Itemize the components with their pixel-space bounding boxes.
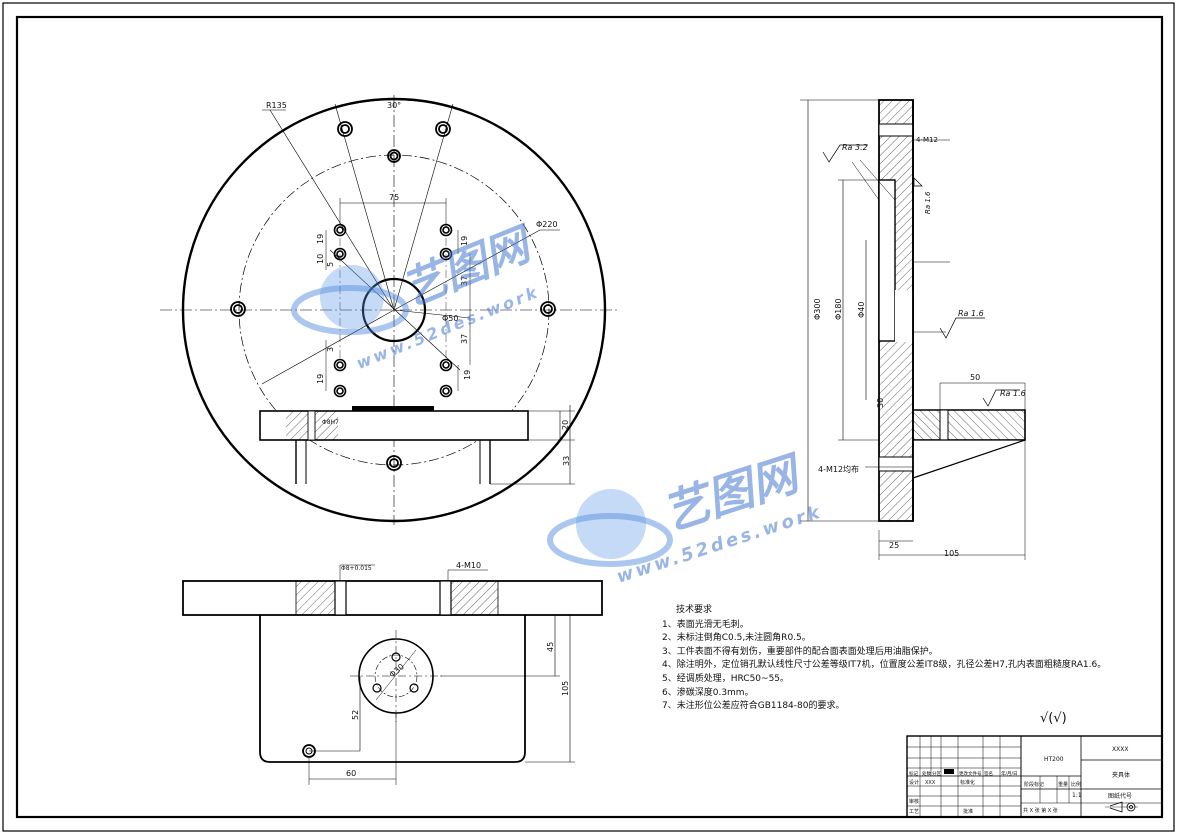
tb-weight-label: 重量 bbox=[1058, 781, 1068, 788]
dim-d50: Φ50 bbox=[442, 314, 458, 323]
tb-rev-h0: 标记 bbox=[909, 770, 918, 777]
dim-m12: 4-M12 bbox=[916, 136, 938, 144]
dim-d40: Φ40 bbox=[857, 302, 866, 318]
dim-d220: Φ220 bbox=[536, 220, 558, 229]
middle-section-view bbox=[259, 405, 575, 485]
dim-d180: Φ180 bbox=[834, 298, 843, 320]
dim-angle: 30° bbox=[387, 101, 401, 110]
technical-requirements: 技术要求 1、表面光滑无毛刺。 2、未标注倒角C0.5,未注圆角R0.5。 3、… bbox=[662, 604, 1106, 714]
dim-37-a: 37 bbox=[460, 276, 469, 286]
watermark-globe-icon bbox=[291, 265, 409, 335]
dim-19-a: 19 bbox=[316, 234, 325, 244]
tb-company: XXXX bbox=[1112, 746, 1128, 753]
dim-30: 30 bbox=[876, 398, 885, 408]
dim-25: 25 bbox=[889, 541, 899, 550]
roughness-symbol: √(√) bbox=[1040, 711, 1067, 726]
tech-item: 2、未标注倒角C0.5,未注圆角R0.5。 bbox=[662, 633, 811, 644]
tb-review-label: 审核 bbox=[909, 798, 919, 805]
tech-requirements-title: 技术要求 bbox=[676, 605, 713, 615]
tb-approve-label: 批准 bbox=[963, 808, 973, 815]
dim-3: 3 bbox=[326, 347, 335, 352]
tb-process-label: 工艺 bbox=[909, 809, 919, 815]
tb-sheet-info: 共 X 张 第 X 张 bbox=[1023, 807, 1058, 814]
tb-rev-h4: 签名 bbox=[984, 770, 993, 777]
dim-d300: Φ300 bbox=[813, 298, 822, 320]
title-block bbox=[906, 735, 1163, 818]
dim-w75: 75 bbox=[389, 193, 399, 202]
dim-19-d: 19 bbox=[463, 370, 472, 380]
tb-drawing-no: 图纸代号 bbox=[1108, 792, 1132, 800]
tech-item: 3、工件表面不得有划伤，重要部件的配合面表面处理后用油脂保护。 bbox=[662, 646, 938, 657]
tb-designer: XXX bbox=[925, 780, 936, 786]
dim-ra16-c: Ra 1.6 bbox=[1000, 389, 1026, 398]
dim-pin: Φ8H7 bbox=[322, 419, 339, 426]
tech-item: 6、渗碳深度0.3mm。 bbox=[662, 687, 754, 698]
dim-20: 20 bbox=[561, 420, 570, 430]
dim-ra32: Ra 3.2 bbox=[842, 143, 868, 152]
dim-37-b: 37 bbox=[460, 334, 469, 344]
dim-r135: R135 bbox=[266, 101, 287, 110]
dim-52: 52 bbox=[351, 710, 360, 720]
dim-d30: Φ30 bbox=[388, 662, 406, 679]
dim-m12-even: 4-M12均布 bbox=[818, 464, 859, 474]
tb-stage-label: 阶段标记 bbox=[1024, 781, 1044, 788]
dim-19-b: 19 bbox=[460, 236, 469, 246]
watermark-globe-icon-2 bbox=[547, 489, 673, 567]
dim-45: 45 bbox=[546, 642, 555, 652]
tech-item: 1、表面光滑无毛刺。 bbox=[662, 619, 749, 630]
dim-5: 5 bbox=[326, 262, 335, 267]
dim-ra16-a: Ra 1.6 bbox=[924, 191, 932, 214]
dim-m10: 4-M10 bbox=[456, 561, 481, 570]
tb-material: HT200 bbox=[1044, 756, 1064, 763]
inner-frame bbox=[15, 15, 1164, 819]
tb-part-name: 夹具体 bbox=[1112, 771, 1130, 779]
dim-10: 10 bbox=[316, 254, 325, 264]
dim-105-bottom: 105 bbox=[561, 681, 570, 696]
tech-item: 4、除注明外，定位销孔默认线性尺寸公差等级IT7机，位置度公差IT8级，孔径公差… bbox=[662, 660, 1107, 671]
tb-scale: 1:1 bbox=[1072, 792, 1082, 799]
tb-rev-h2: 分区 bbox=[932, 770, 941, 777]
dim-60: 60 bbox=[346, 769, 356, 778]
bottom-view bbox=[182, 564, 603, 785]
side-section-view bbox=[800, 99, 1026, 560]
tb-rev-h5: 年/月/日 bbox=[1001, 770, 1018, 777]
tb-standard-label: 标准化 bbox=[960, 779, 975, 786]
tb-designer-label: 设计 bbox=[909, 779, 919, 786]
dim-33: 33 bbox=[562, 456, 571, 466]
tech-item: 5、经调质处理，HRC50~55。 bbox=[662, 673, 790, 684]
tb-scale-label: 比例 bbox=[1071, 781, 1081, 788]
dim-19-c: 19 bbox=[316, 374, 325, 384]
dim-50-side: 50 bbox=[970, 373, 980, 382]
top-view bbox=[160, 95, 620, 525]
tb-rev-h1: 处数 bbox=[922, 770, 931, 777]
dim-105-side: 105 bbox=[944, 549, 959, 558]
tb-rev-h3: 更改文件号 bbox=[959, 770, 982, 777]
dim-pin-tol: Φ8+0.015 bbox=[341, 565, 372, 572]
tech-item: 7、未注形位公差应符合GB1184-80的要求。 bbox=[662, 701, 845, 712]
dim-ra16-b: Ra 1.6 bbox=[958, 309, 984, 318]
